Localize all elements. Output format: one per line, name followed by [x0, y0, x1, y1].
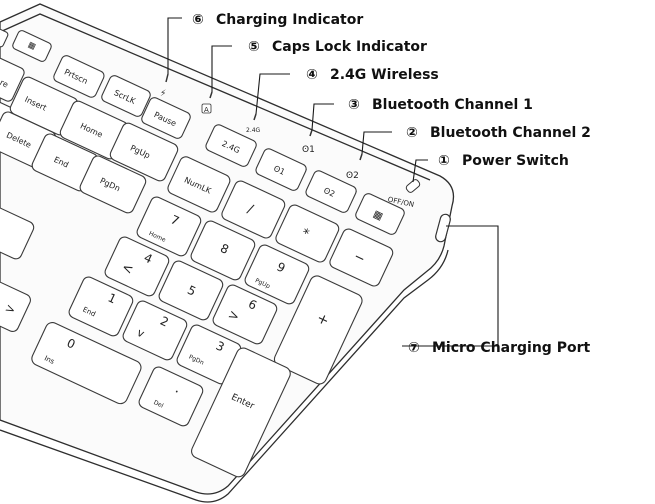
wireless-icon: 2.4G — [246, 127, 261, 134]
key-star[interactable]: * — [274, 203, 341, 264]
bluetooth-1-icon: ʘ1 — [302, 145, 315, 155]
leader-charging — [167, 17, 182, 74]
key-partial-left-3[interactable]: > — [0, 274, 32, 334]
callout-charging-indicator: ⑥ Charging Indicator — [192, 12, 363, 28]
callout-wireless: ④ 2.4G Wireless — [306, 67, 439, 83]
key-prtscn[interactable]: Prtscn — [52, 54, 106, 99]
callout-power-switch: ① Power Switch — [438, 153, 569, 169]
bt1-indicator: ʘ1 — [302, 129, 315, 155]
callout-label: 2.4G Wireless — [330, 67, 439, 83]
key-calculator[interactable]: ▦ — [354, 192, 406, 236]
leader-power — [412, 159, 428, 183]
key-slash-label: / — [245, 202, 256, 218]
key-plus[interactable]: + — [272, 274, 364, 386]
key-numlk[interactable]: NumLK — [166, 155, 232, 214]
leader-bt1 — [311, 103, 334, 131]
key-pgup[interactable]: PgUp — [108, 121, 179, 183]
key-enter[interactable]: Enter — [189, 346, 292, 479]
callout-micro-charging-port: ⑦ Micro Charging Port — [408, 340, 590, 356]
callout-label: Bluetooth Channel 2 — [430, 125, 591, 141]
leader-bt2 — [361, 131, 392, 155]
callout-number: ⑦ — [408, 340, 420, 356]
callout-label: Power Switch — [462, 153, 569, 169]
key-scrlk[interactable]: ScrLK — [100, 74, 152, 118]
key-end[interactable]: End — [30, 132, 99, 193]
callout-bluetooth-1: ③ Bluetooth Channel 1 — [348, 97, 533, 113]
callout-bluetooth-2: ② Bluetooth Channel 2 — [406, 125, 591, 141]
charging-indicator: ⚡ — [160, 73, 169, 99]
key-bt1[interactable]: ʘ1 — [254, 147, 308, 192]
callout-caps-lock-indicator: ⑤ Caps Lock Indicator — [248, 39, 427, 55]
key-0-sub: Ins — [43, 354, 56, 366]
key-7[interactable]: 7 Home — [135, 195, 203, 258]
key-3[interactable]: 3 PgDn — [175, 323, 243, 386]
micro-charging-port[interactable] — [435, 213, 452, 243]
key-partial-left-1[interactable]: re — [0, 53, 26, 103]
callout-label: Bluetooth Channel 1 — [372, 97, 533, 113]
callout-number: ⑥ — [192, 12, 204, 28]
key-4[interactable]: 4 < — [103, 235, 171, 298]
key-partial-top-1[interactable] — [0, 26, 9, 48]
callout-number: ③ — [348, 97, 360, 113]
key-5[interactable]: 5 — [157, 259, 225, 322]
callout-number: ⑤ — [248, 39, 260, 55]
lightning-icon: ⚡ — [160, 89, 166, 99]
key-home[interactable]: Home — [58, 99, 129, 161]
key-minus[interactable]: − — [328, 227, 395, 288]
key-pgdn[interactable]: PgDn — [78, 154, 147, 215]
key-dot-sub: Del — [152, 399, 164, 410]
leader-port — [402, 225, 499, 347]
key-bt2[interactable]: ʘ2 — [304, 169, 358, 214]
bluetooth-2-icon: ʘ2 — [346, 171, 359, 181]
key-1[interactable]: 1 End — [67, 275, 135, 338]
callout-label: Caps Lock Indicator — [272, 39, 427, 55]
caps-lock-icon: A — [204, 106, 209, 114]
key-2-sub: v — [135, 326, 147, 341]
key-pause[interactable]: Pause — [140, 96, 192, 140]
key-calc-small-icon: ▦ — [27, 40, 38, 51]
calculator-icon: ▦ — [371, 209, 384, 223]
wireless-indicator: 2.4G — [246, 113, 261, 134]
keyboard-top-edge — [0, 13, 431, 181]
key-0[interactable]: 0 Ins — [30, 320, 144, 406]
callout-number: ① — [438, 153, 450, 169]
key-dot-label: . — [173, 381, 184, 397]
key-6[interactable]: 6 > — [211, 283, 279, 346]
keyboard-front-edge — [0, 249, 449, 503]
key-partial-text: re — [0, 78, 10, 90]
bt2-indicator: ʘ2 — [346, 153, 363, 181]
key-dot[interactable]: . Del — [137, 365, 205, 428]
leader-capslock — [211, 45, 232, 92]
key-bt1-label: ʘ1 — [272, 164, 286, 177]
key-bt2-label: ʘ2 — [322, 186, 336, 199]
key-9[interactable]: 9 PgUp — [243, 243, 311, 306]
leader-wireless — [255, 73, 290, 115]
key-slash[interactable]: / — [220, 179, 287, 240]
callout-label: Charging Indicator — [216, 12, 363, 28]
key-partial-left-4[interactable] — [0, 195, 36, 261]
key-partial-top-2[interactable]: ▦ — [11, 29, 52, 62]
callout-label: Micro Charging Port — [432, 340, 590, 356]
caps-lock-indicator: A — [201, 91, 213, 114]
callout-number: ④ — [306, 67, 318, 83]
key-2-4g[interactable]: 2.4G — [204, 123, 258, 168]
key-8[interactable]: 8 — [189, 219, 257, 282]
key-2[interactable]: 2 v — [121, 299, 189, 362]
callout-number: ② — [406, 125, 418, 141]
